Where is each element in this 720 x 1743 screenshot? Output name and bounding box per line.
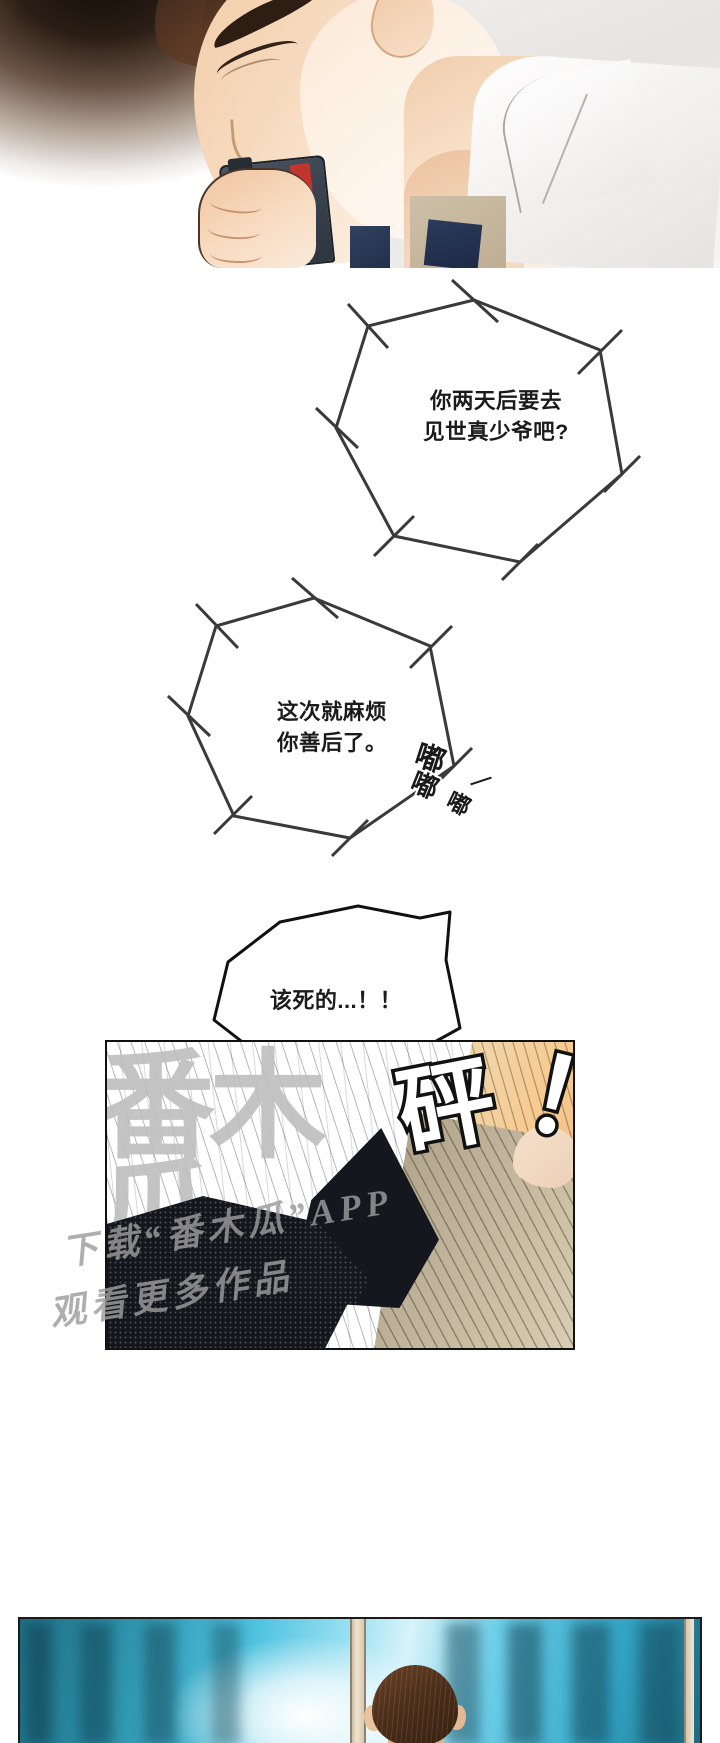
panel-phone-call: ✓	[0, 0, 720, 268]
window-mullion-center	[350, 1619, 366, 1743]
window-mullion-right	[684, 1619, 694, 1743]
speech-bubble-2-outline	[166, 576, 474, 858]
blurred-buildings-left	[26, 1623, 326, 1743]
speech-bubble-1-text: 你两天后要去 见世真少爷吧?	[423, 389, 569, 444]
hand	[513, 1126, 573, 1188]
speech-bubble-3-outline	[212, 904, 462, 1084]
back-of-head	[372, 1665, 458, 1743]
speech-bubble-2-text: 这次就麻烦 你善后了。	[276, 700, 387, 755]
blurred-buildings-right	[426, 1623, 696, 1743]
hair-texture	[372, 1665, 458, 1743]
shoulder-strap	[350, 226, 390, 268]
panel-kick-action: 番木 瓜APP 砰 ！	[105, 1040, 575, 1350]
panel-window-sky	[18, 1617, 702, 1743]
bang-sfx: 砰	[386, 1043, 506, 1173]
speech-bubble-3-text: 该死的...！！	[269, 988, 403, 1013]
hand-holding-phone	[198, 168, 316, 268]
speech-bubble-1-outline	[314, 278, 642, 582]
necktie	[423, 219, 483, 268]
